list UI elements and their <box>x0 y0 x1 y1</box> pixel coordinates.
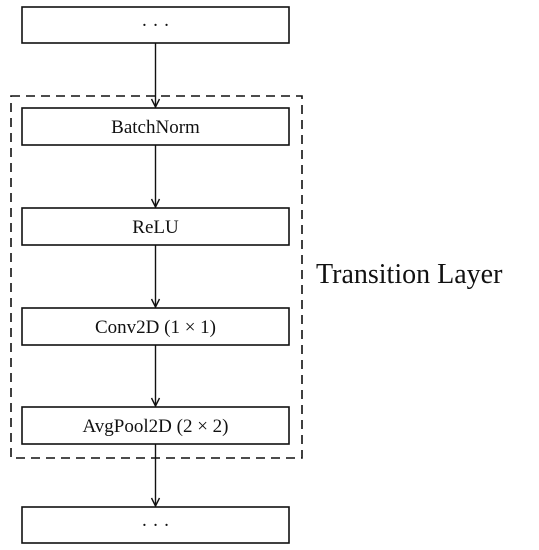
transition-layer-frame <box>10 95 303 459</box>
node-label: BatchNorm <box>111 117 200 138</box>
node-box <box>21 406 290 445</box>
node-box <box>21 307 290 346</box>
node-label: ReLU <box>132 217 179 238</box>
node-box <box>21 506 290 544</box>
node-label: Conv2D (1 × 1) <box>95 317 216 338</box>
node-label: AvgPool2D (2 × 2) <box>83 416 229 437</box>
node-label: · · · <box>141 515 169 536</box>
node-batchnorm: BatchNorm <box>21 107 290 146</box>
node-label: · · · <box>141 15 169 36</box>
node-box <box>21 107 290 146</box>
node-conv2d: Conv2D (1 × 1) <box>21 307 290 346</box>
node-avgpool2d: AvgPool2D (2 × 2) <box>21 406 290 445</box>
node-bottom-ellipsis: · · · <box>21 506 290 544</box>
transition-layer-label: Transition Layer <box>316 259 503 290</box>
node-box <box>21 6 290 44</box>
node-box <box>21 207 290 246</box>
node-relu: ReLU <box>21 207 290 246</box>
node-top-ellipsis: · · · <box>21 6 290 44</box>
